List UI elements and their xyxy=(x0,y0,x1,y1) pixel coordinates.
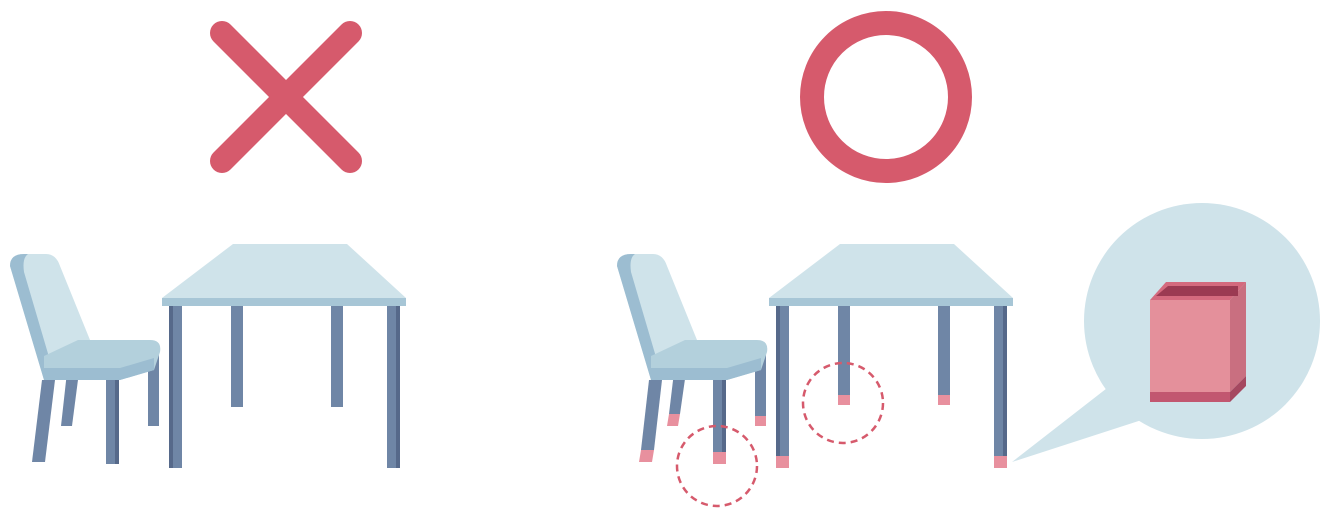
leg-cap xyxy=(994,456,1007,468)
table-top-edge xyxy=(162,298,406,306)
table-top xyxy=(162,244,406,298)
table-leg xyxy=(938,305,950,395)
leg-cap xyxy=(713,452,726,464)
table-leg xyxy=(838,305,850,395)
leg-cap xyxy=(838,395,850,405)
table-wrong xyxy=(162,244,406,468)
leg-cap xyxy=(776,456,789,468)
chair-leg xyxy=(641,380,662,450)
leg-cap xyxy=(755,416,766,426)
chair-wrong xyxy=(10,254,160,464)
table-leg xyxy=(331,305,343,407)
circle-icon xyxy=(812,23,960,171)
table-right xyxy=(769,244,1013,468)
chair-right xyxy=(617,254,767,464)
panel-right xyxy=(617,23,1320,506)
cross-icon xyxy=(222,33,350,161)
panel-wrong xyxy=(10,33,406,468)
leg-cap xyxy=(667,414,680,426)
leg-cap xyxy=(639,450,654,462)
leg-cap xyxy=(938,395,950,405)
table-top xyxy=(769,244,1013,298)
leg-cap-icon xyxy=(1150,282,1246,402)
chair-leg xyxy=(32,380,55,462)
chair-leg xyxy=(61,372,79,426)
table-top-edge xyxy=(769,298,1013,306)
zoom-bubble xyxy=(1012,203,1320,462)
table-leg xyxy=(231,305,243,407)
